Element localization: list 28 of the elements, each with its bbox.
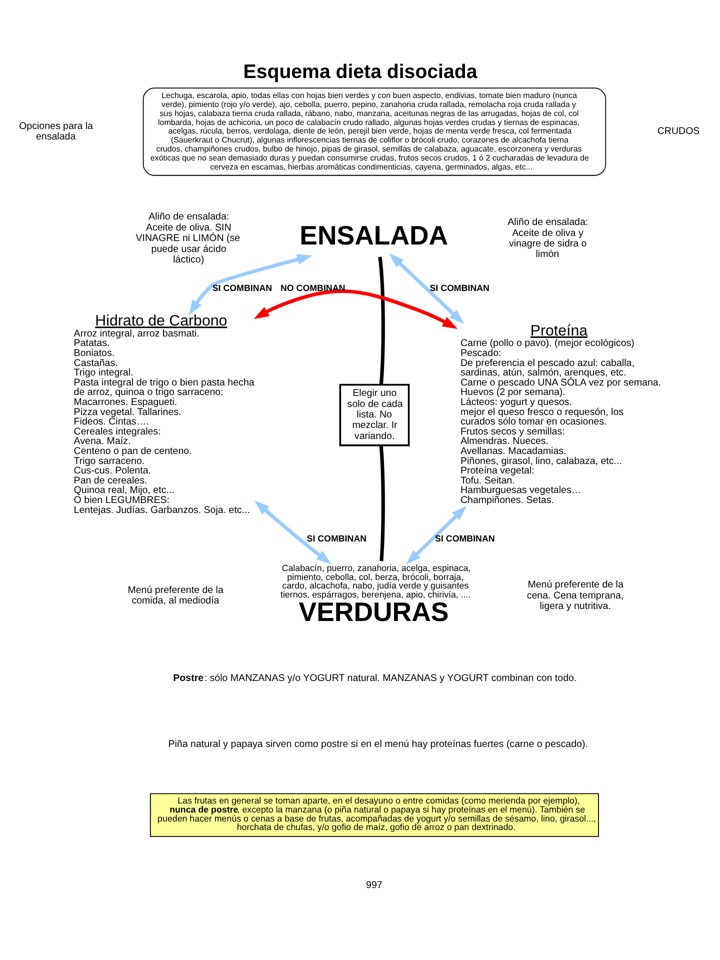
arrow [254,288,458,329]
label: Piña natural y papaya sirven como postre si en el menú hay proteínas fuertes (carne o pescado). [168,738,588,750]
connector [378,256,385,384]
arrow [389,252,464,324]
label: 997 [366,879,382,890]
node-box: Elegir uno solo de cada lista. No mezclar. Ir variando. [339,383,410,446]
edge-label: SI COMBINAN [435,533,495,544]
arrow [188,254,312,315]
edge-label: SI COMBINAN [306,533,367,544]
diagram-title: Esquema dieta disociada [243,60,478,82]
node-text: Proteína Carne (pollo o pavo). (mejor ecológicos) Pescado: De preferencia el pescado azul: caballa, sardinas, atún, salmón, arenques, etc. Carne o pescado UNA SÓLA vez por semana. Huevos (2 por semana). Lácteos: yogurt y quesos. mejor el queso fresco o requesón, los curados sólo tomar en ocasiones. Frutos secos y semillas: Almendras. Nueces. Avellanas. Macadamias. Piñones, girasol, lino, calabaza, etc... Proteína vegetal: Tofu. Seitan. Hamburguesas vegetales… Champiñones. Setas. [460,322,662,506]
edge-label: SI COMBINAN [430,282,490,293]
label: CRUDOS [657,126,700,137]
node-text: Hidrato de Carbono Arroz integral, arroz basmati. Patatas. Boniatos. Castañas. Trigo integral. Pasta integral de trigo o bien pasta hecha de arroz, quinoa o trigo sarraceno: Macarrones. Espagueti. Pizza vegetal. Tallarines. Fideos. Cintas…. Cereales integrales: Avena. Maíz. Centeno o pan de centeno. Trigo sarraceno. Cus-cus. Polenta. Pan de cereales. Quinoa real, Mijo, etc... O bien LEGUMBRES: Lentejas. Judías. Garbanzos. Soja. etc... [74,312,254,516]
label: Menú preferente de la cena. Cena temprana, ligera y nutritiva. [526,579,624,612]
edge-label: NO COMBINAN [280,282,346,293]
label: Opciones para la ensalada [19,120,93,142]
label: Lechuga, escarola, apio, todas ellas con hojas bien verdes y con buen aspecto, endivias, tomate bien maduro (nunca verde), pimiento (rojo y/o verde), ajo, cebolla, puerro, pepino, zanahoria cruda rallada, remolacha roja cruda rallada y sus hojas, calabaza tierna cruda rallada, rábano, nabo, manzana, aceitunas negras de las arrugadas, hojas de col, col lombarda, hojas de achicoria, un poco de calabacín crudo rallado, algunas hojas verdes crudas y tiernas de espinacas, acelgas, rúcula, berros, verdolaga, diente de león, perejil bien verde, hojas de menta verde fresca, col fermentada (Sauerkraut o Chucrut), algunas inflorescencias tiernas de coliflor o brócoli crudo, corazones de alcachofa tierna crudos, champiñones crudos, bulbo de hinojo, pipas de girasol, semillas de calabaza, aguacate, escorzonera y verduras exóticas que no sean demasiado duras y puedan consumirse crudas, frutos secos crudos, 1 ó 2 cucharadas de levadura de cerveza en escamas, hierbas aromáticas condimenticias, cayena, germinados, algas, etc... [150,90,589,171]
label: Aliño de ensalada: Aceite de oliva y vinagre de sidra o limón [508,216,588,260]
arrow [406,505,467,564]
label: Aliño de ensalada: Aceite de oliva. SIN VINAGRE ni LIMÓN (se puede usar ácido láctico) [136,211,240,266]
arrow [254,500,332,564]
node-box: Las frutas en general se toman aparte, en el desayuno o entre comidas (como merienda por ejemplo), nunca de postre, excepto la manzana (o piña natural o papaya si hay proteínas en el menú). También se pueden hacer menús o cenas a base de frutas, acompañadas de yogurt y/o semillas de sésamo, lino, girasol..., horchata de chufas, y/o gofio de maíz, gofio de arroz o pan dextrinado. [150,792,599,836]
label: Postre: sólo MANZANAS y/o YOGURT natural. MANZANAS y YOGURT combinan con todo. [173,672,577,684]
connector [379,444,385,561]
node-text: ENSALADA [300,220,448,250]
edge-label: SI COMBINAN [212,282,272,293]
label: Menú preferente de la comida, al mediodía [128,584,224,606]
